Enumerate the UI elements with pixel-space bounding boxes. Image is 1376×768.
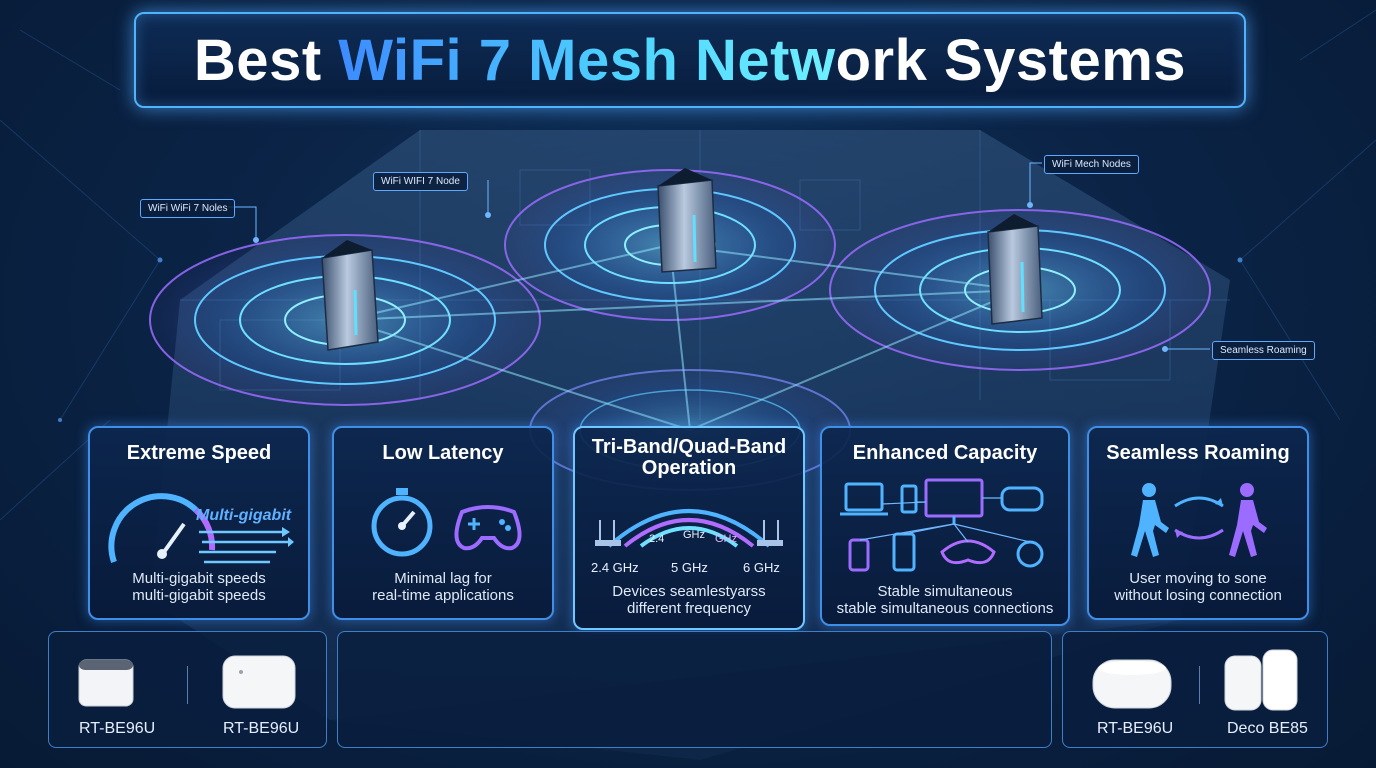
title-banner: Best WiFi 7 Mesh Network Systems — [134, 12, 1246, 108]
card-desc-line1: Stable simultaneous — [877, 583, 1013, 600]
freq-24: 2.4 GHz — [591, 560, 639, 575]
user-roaming-icon — [1131, 483, 1267, 557]
product-label-left-1: RT-BE96U — [79, 720, 156, 737]
card-desc-line1: Minimal lag for — [394, 570, 492, 587]
router-rounded-image — [222, 655, 296, 709]
card-enhanced-capacity: Enhanced Capacity Stable simultaneous st… — [820, 426, 1070, 626]
product-panel-center — [337, 631, 1052, 748]
mesh-links — [344, 244, 1021, 431]
callout-wifi-nodes: WiFi WiFi 7 Noles — [140, 199, 236, 218]
card-seamless-roaming: Seamless Roaming User moving to sone wit… — [1087, 426, 1309, 620]
product-label-right-1: RT-BE96U — [1097, 720, 1174, 737]
card-desc-line2: multi-gigabit speeds — [132, 587, 266, 604]
card-desc-line1: Devices seamlestyarss — [612, 583, 766, 600]
inner-label-24: 2.4 — [649, 533, 664, 545]
callout-seamless-roaming: Seamless Roaming — [1212, 341, 1315, 360]
inner-label-ghz-a: GHz — [683, 529, 705, 541]
card-tri-band: Tri-Band/Quad-Band Operation 2.4 GHz GHz… — [573, 426, 805, 630]
product-label-left-2: RT-BE96U — [223, 720, 300, 737]
card-desc-line1: Multi-gigabit speeds — [132, 570, 266, 587]
product-separator — [187, 666, 188, 704]
card-title: Low Latency — [382, 442, 504, 464]
router-deco-image — [1224, 649, 1298, 711]
product-separator — [1199, 666, 1200, 704]
frequency-bands-icon: 2.4 GHz GHz — [595, 509, 783, 548]
router-node-left — [321, 240, 379, 351]
card-desc-line2: without losing connection — [1114, 587, 1282, 604]
gamepad-icon — [454, 505, 522, 551]
card-desc-line2: stable simultaneous connections — [836, 600, 1054, 617]
speedometer-icon: Multi-gigabit — [108, 493, 294, 564]
multi-gigabit-badge: Multi-gigabit — [196, 507, 292, 524]
page-title: Best WiFi 7 Mesh Network Systems — [194, 27, 1186, 94]
router-cube-image — [78, 659, 134, 707]
card-title-line2: Operation — [641, 457, 737, 479]
card-extreme-speed: Extreme Speed Multi-gigabit Multi-gigabi… — [88, 426, 310, 620]
freq-6: 6 GHz — [743, 560, 780, 575]
inner-label-ghz-b: GHz — [715, 533, 737, 545]
title-part-systems: ork Systems — [835, 27, 1187, 93]
callout-mesh-nodes: WiFi Mech Nodes — [1044, 155, 1139, 174]
router-node-center — [657, 168, 717, 273]
title-part-wifi: WiFi 7 Mesh Netw — [338, 27, 836, 93]
product-panel-left: RT-BE96U RT-BE96U — [48, 631, 327, 748]
router-disc-image — [1092, 659, 1172, 709]
product-panel-right: RT-BE96U Deco BE85 — [1062, 631, 1328, 748]
card-title-line1: Tri-Band/Quad-Band — [591, 436, 787, 458]
card-low-latency: Low Latency Minimal lag for real-time ap… — [332, 426, 554, 620]
product-label-right-2: Deco BE85 — [1227, 720, 1308, 737]
card-desc-line2: different frequency — [627, 600, 751, 617]
freq-5: 5 GHz — [671, 560, 708, 575]
router-node-right — [987, 214, 1043, 325]
card-desc-line2: real-time applications — [372, 587, 514, 604]
card-desc-line1: User moving to sone — [1129, 570, 1267, 587]
stopwatch-icon — [371, 488, 433, 557]
card-title: Seamless Roaming — [1106, 442, 1290, 464]
card-title: Extreme Speed — [126, 442, 272, 464]
card-title: Enhanced Capacity — [852, 442, 1038, 464]
devices-icon — [840, 478, 1044, 572]
callout-wifi-node: WiFi WIFI 7 Node — [373, 172, 468, 191]
title-part-best: Best — [193, 27, 339, 93]
